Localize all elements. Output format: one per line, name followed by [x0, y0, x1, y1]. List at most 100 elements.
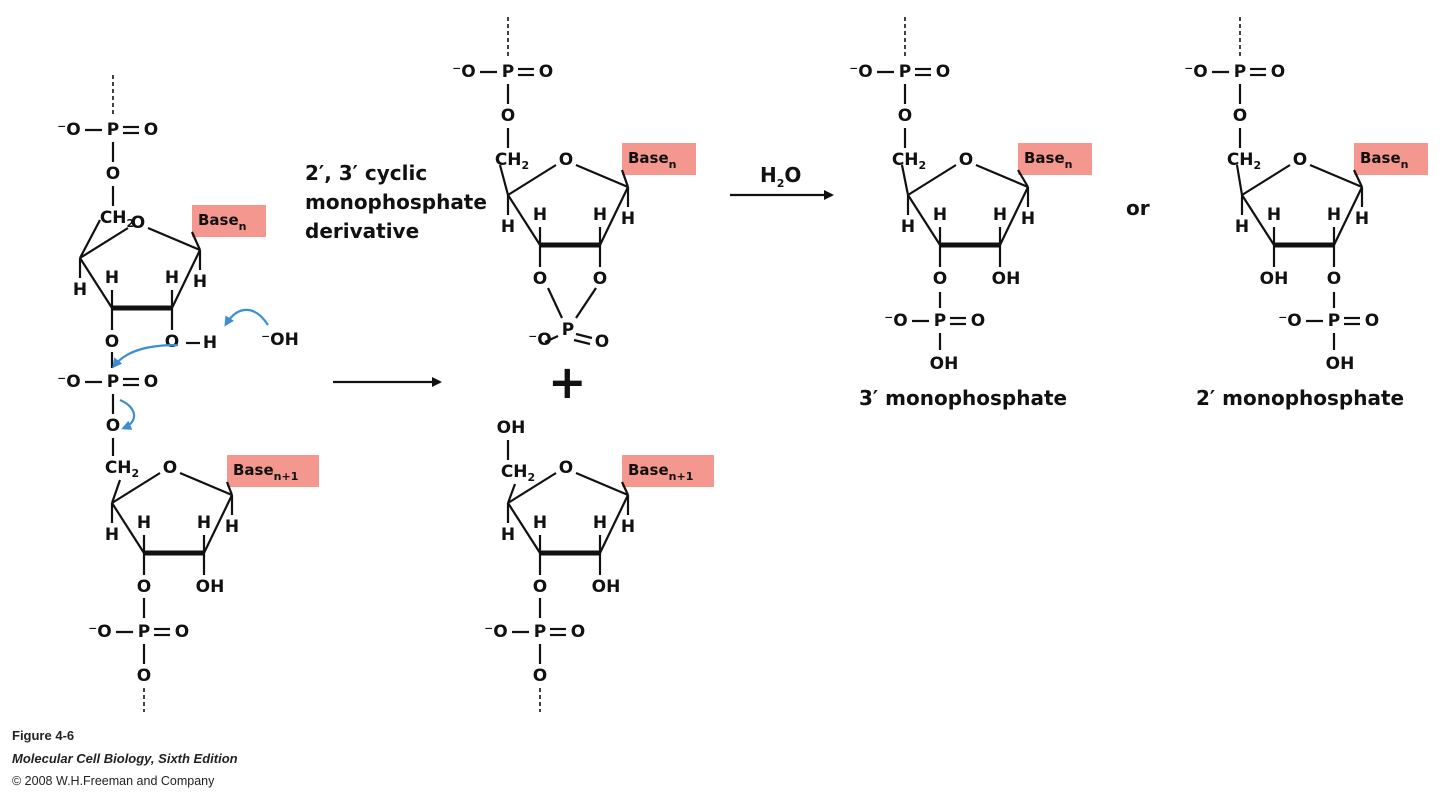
p2-sugar-c4-c3: [1241, 194, 1275, 246]
cyc-p-ominus-bond: [544, 335, 559, 343]
nuc-base-n1-label: Basen+1: [628, 461, 693, 483]
nuc-ch2-c4: [506, 483, 517, 504]
rna-sugar1-c2-h: H: [165, 268, 179, 288]
p2-sugar-o4-c1: [1309, 163, 1363, 189]
nuc-sugar-c4-h: H: [501, 525, 515, 545]
cyc-sugar-ring-o: O: [559, 150, 573, 170]
nuc-phos-o-double: O: [571, 622, 585, 642]
rna-sugar2-o2: OH: [196, 577, 225, 597]
p2-sugar-o3: OH: [1260, 269, 1289, 289]
cyclic-label-line1: 2′, 3′ cyclic: [305, 161, 427, 185]
rna-sugar2-ring-o: O: [163, 458, 177, 478]
p2-phos-o-double: O: [1271, 62, 1285, 82]
rna-base-n1-box: [227, 455, 319, 487]
labels-layer: H2O 2′, 3′ cyclic monophosphate derivati…: [112, 161, 1404, 430]
nuc-base-n1-box: [622, 455, 714, 487]
rna-mid-o5: O: [106, 416, 120, 436]
nuc-phos-o-minus: ⁻O: [484, 622, 507, 642]
rna-base-n-box: [192, 205, 266, 237]
nuc-sugar-c2-h: H: [593, 513, 607, 533]
cyc-sugar-c2-h: H: [593, 205, 607, 225]
p3-ch2: CH2: [892, 150, 926, 172]
rna-sugar2-o3: O: [137, 577, 151, 597]
cyc-ch2-c4: [498, 164, 510, 196]
p2-phos-p: P: [1328, 311, 1340, 331]
cyc-sugar-c1-c2: [599, 186, 629, 246]
rna-bottom-phos-o-minus: ⁻O: [88, 622, 111, 642]
cyc-sugar-o3: O: [533, 269, 547, 289]
p3-phos-o-double: O: [936, 62, 950, 82]
p3-sugar-c2-h: H: [993, 205, 1007, 225]
cyc-p-o-double-a: [575, 332, 593, 340]
p3-phos-o-minus: ⁻O: [884, 311, 907, 331]
nuc-5prime-oh: OH: [497, 418, 526, 438]
nuc-phos-p: P: [534, 622, 546, 642]
cyc-o2-p: [575, 287, 597, 319]
rna-sugar1-ring-o: O: [131, 213, 145, 233]
hydroxide-attack-arrow: [224, 308, 269, 327]
nuc-base-bond: [621, 481, 629, 496]
rna-sugar2-c1-h: H: [225, 517, 239, 537]
rna-bottom-phos-p: P: [138, 622, 150, 642]
nuc-ch2: CH2: [501, 462, 535, 484]
rna-sugar1-c4-h: H: [73, 280, 87, 300]
p2-ch2-c4: [1235, 164, 1244, 196]
cyc-phos-p: P: [502, 62, 514, 82]
p2-o5: O: [1233, 106, 1247, 126]
hydroxide-ion: ⁻OH: [261, 330, 299, 350]
p3-sugar-c4-h: H: [901, 217, 915, 237]
rna-sugar1-o2: O: [165, 332, 179, 352]
p2-base-n-box: [1354, 143, 1428, 175]
p3-ch2-c4: [900, 164, 910, 196]
nuc-sugar-c4-c3: [507, 502, 541, 554]
cyc-base-n-box: [622, 143, 696, 175]
rna-base-n-bond: [190, 231, 202, 251]
rna-sugar2-c4-h: H: [105, 525, 119, 545]
rna-base-n1-bond: [225, 481, 234, 496]
p2-base-n-label: Basen: [1360, 149, 1409, 171]
rna-ch2-c4: [79, 219, 101, 259]
rna-mid-phos-o-minus: ⁻O: [57, 372, 80, 392]
cyc-phos-o-double: O: [539, 62, 553, 82]
rna-sugar2-o4-c1: [179, 471, 233, 497]
nuc-sugar-c4-o4: [507, 472, 557, 504]
rna-sugar1-c4-o4: [79, 227, 129, 259]
cyc-p: P: [562, 320, 574, 340]
p2-sugar-c2-h: H: [1327, 205, 1341, 225]
p3-phos-o-double: O: [971, 311, 985, 331]
cyc-o5: O: [501, 106, 515, 126]
rna-sugar1-c4-c3: [79, 257, 113, 309]
rna-top-o5: O: [106, 164, 120, 184]
water-label: H2O: [760, 163, 801, 190]
p3-sugar-o4-c1: [975, 163, 1029, 189]
nuc-sugar-ring-o: O: [559, 458, 573, 478]
cyc-sugar-c3-h: H: [533, 205, 547, 225]
rna-base-n1-label: Basen+1: [233, 461, 298, 483]
rna-top-phos-o-double: O: [144, 120, 158, 140]
cyc-base-bond: [620, 169, 630, 188]
p3-base-n-label: Basen: [1024, 149, 1073, 171]
cyc-base-n-label: Basen: [628, 149, 677, 171]
cyclic-label-line2: monophosphate: [305, 190, 487, 214]
p3-phos-p: P: [899, 62, 911, 82]
cyc-sugar-o4-c1: [575, 163, 629, 189]
p3-sugar-c3-h: H: [933, 205, 947, 225]
rna-sugar1-c3-h: H: [105, 268, 119, 288]
p3-sugar-o3: O: [933, 269, 947, 289]
copyright: © 2008 W.H.Freeman and Company: [12, 774, 215, 788]
p3-sugar-c4-o4: [907, 164, 957, 196]
rna-bottom-phos-o-double: O: [175, 622, 189, 642]
rna-mid-phos-o-double: O: [144, 372, 158, 392]
cyc-sugar-c1-h: H: [621, 209, 635, 229]
cyc-sugar-o2: O: [593, 269, 607, 289]
three-prime-label: 3′ monophosphate: [859, 386, 1067, 410]
cyc-sugar-c4-h: H: [501, 217, 515, 237]
rna-sugar2-c4-c3: [111, 502, 145, 554]
p2-sugar-o2: O: [1327, 269, 1341, 289]
p3-sugar-o2: OH: [992, 269, 1021, 289]
p2-sugar-c3-h: H: [1267, 205, 1281, 225]
p2-sugar-c4-o4: [1241, 164, 1291, 196]
cyc-o-double: O: [595, 332, 609, 352]
